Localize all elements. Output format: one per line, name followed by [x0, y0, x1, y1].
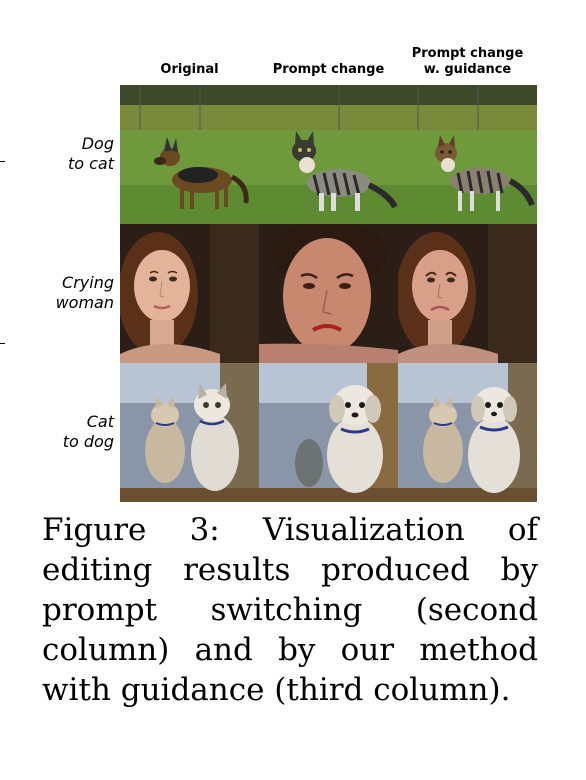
image-woman-prompt-change-guidance — [398, 224, 537, 363]
image-woman-original — [120, 224, 259, 363]
image-dog-prompt-change-guidance — [398, 85, 537, 224]
row-label-crying-woman: Crying woman — [55, 273, 114, 312]
column-header-original: Original — [160, 62, 219, 77]
margin-tick-2 — [0, 343, 5, 344]
image-cat-original — [120, 363, 259, 502]
image-cat-prompt-change — [259, 363, 398, 502]
column-header-prompt-change-guidance: Prompt change w. guidance — [411, 46, 524, 77]
image-dog-prompt-change — [259, 85, 398, 224]
margin-tick-1 — [0, 161, 5, 162]
row-label-dog-to-cat: Dog to cat — [67, 134, 114, 173]
row-label-cat-to-dog: Cat to dog — [62, 412, 114, 451]
image-woman-prompt-change — [259, 224, 398, 363]
image-dog-original — [120, 85, 259, 224]
column-header-prompt-change: Prompt change — [272, 62, 385, 77]
figure-caption: Figure 3: Visualization of editing resul… — [42, 512, 538, 708]
image-cat-prompt-change-guidance — [398, 363, 537, 502]
